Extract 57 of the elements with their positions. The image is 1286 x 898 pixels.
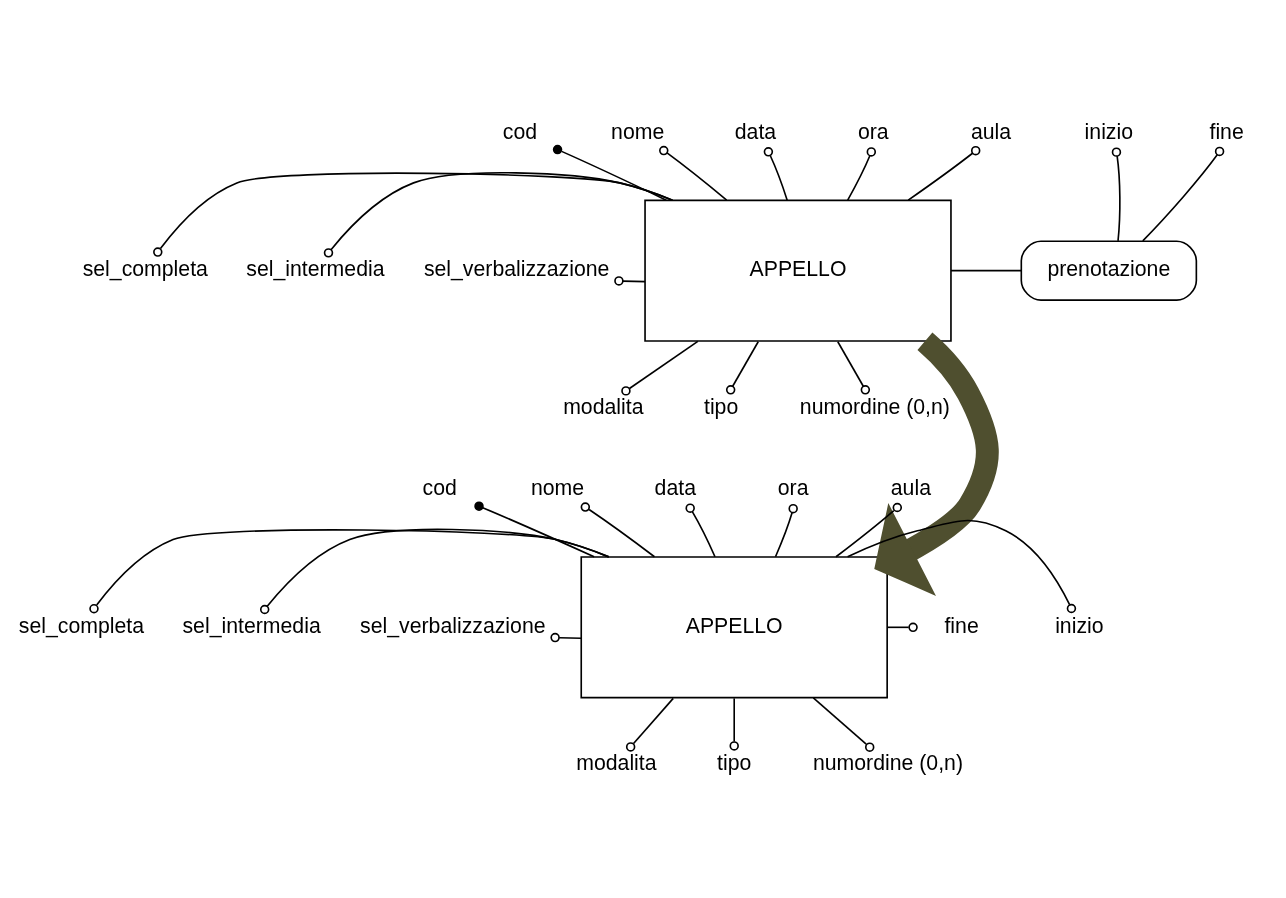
node-text: numordine (0,n): [799, 394, 950, 419]
connector: [474, 501, 595, 558]
node-text: inizio: [1084, 119, 1134, 144]
node-text: modalita: [576, 751, 657, 776]
connector: [550, 632, 583, 643]
node-text: fine: [944, 613, 979, 638]
node-text: sel_completa: [18, 613, 145, 638]
connector: [89, 529, 610, 614]
connector: [837, 340, 871, 395]
connector: [907, 145, 981, 201]
arrow: [874, 332, 999, 596]
connector: [812, 697, 875, 752]
connector: [725, 340, 760, 395]
connector: [886, 622, 918, 633]
node-text: modalita: [563, 394, 644, 419]
node-text: aula: [970, 119, 1012, 144]
node-text: sel_intermedia: [246, 257, 385, 282]
node-text: data: [654, 476, 696, 501]
connector: [552, 144, 668, 201]
node-text: fine: [1209, 119, 1244, 144]
connector: [950, 269, 1023, 272]
connector: [1111, 147, 1122, 242]
node-text: aula: [890, 476, 931, 501]
connector: [153, 172, 674, 257]
node-text: sel_verbalizzazione: [423, 257, 610, 282]
connector: [1141, 146, 1225, 242]
connector: [625, 697, 675, 752]
node-text: sel_intermedia: [182, 613, 321, 638]
node-box: APPELLO: [580, 556, 888, 699]
node-text: sel_completa: [82, 257, 208, 282]
node-text: numordine (0,n): [812, 751, 963, 776]
connector: [621, 340, 699, 396]
node-text: nome: [611, 119, 665, 144]
node-text: nome: [530, 476, 585, 501]
node-text: cod: [502, 119, 538, 144]
node-text: sel_verbalizzazione: [360, 613, 546, 638]
node-text: ora: [777, 476, 809, 501]
connector: [659, 145, 728, 201]
connector: [323, 171, 674, 258]
connector: [846, 147, 877, 201]
connector: [685, 503, 716, 558]
connector: [835, 502, 903, 558]
node-text: data: [734, 119, 777, 144]
connector: [774, 503, 798, 558]
connector: [259, 528, 610, 615]
node-text: tipo: [703, 394, 739, 419]
connector: [846, 519, 1077, 614]
connector: [614, 276, 646, 286]
connector: [729, 697, 739, 751]
node-text: inizio: [1055, 613, 1104, 638]
node-box: prenotazione: [1020, 240, 1198, 301]
node-text: tipo: [717, 751, 752, 776]
connector: [580, 502, 656, 558]
node-text: cod: [422, 476, 457, 501]
node-text: ora: [857, 119, 889, 144]
node-box: APPELLO: [644, 199, 952, 342]
connector: [763, 147, 788, 201]
